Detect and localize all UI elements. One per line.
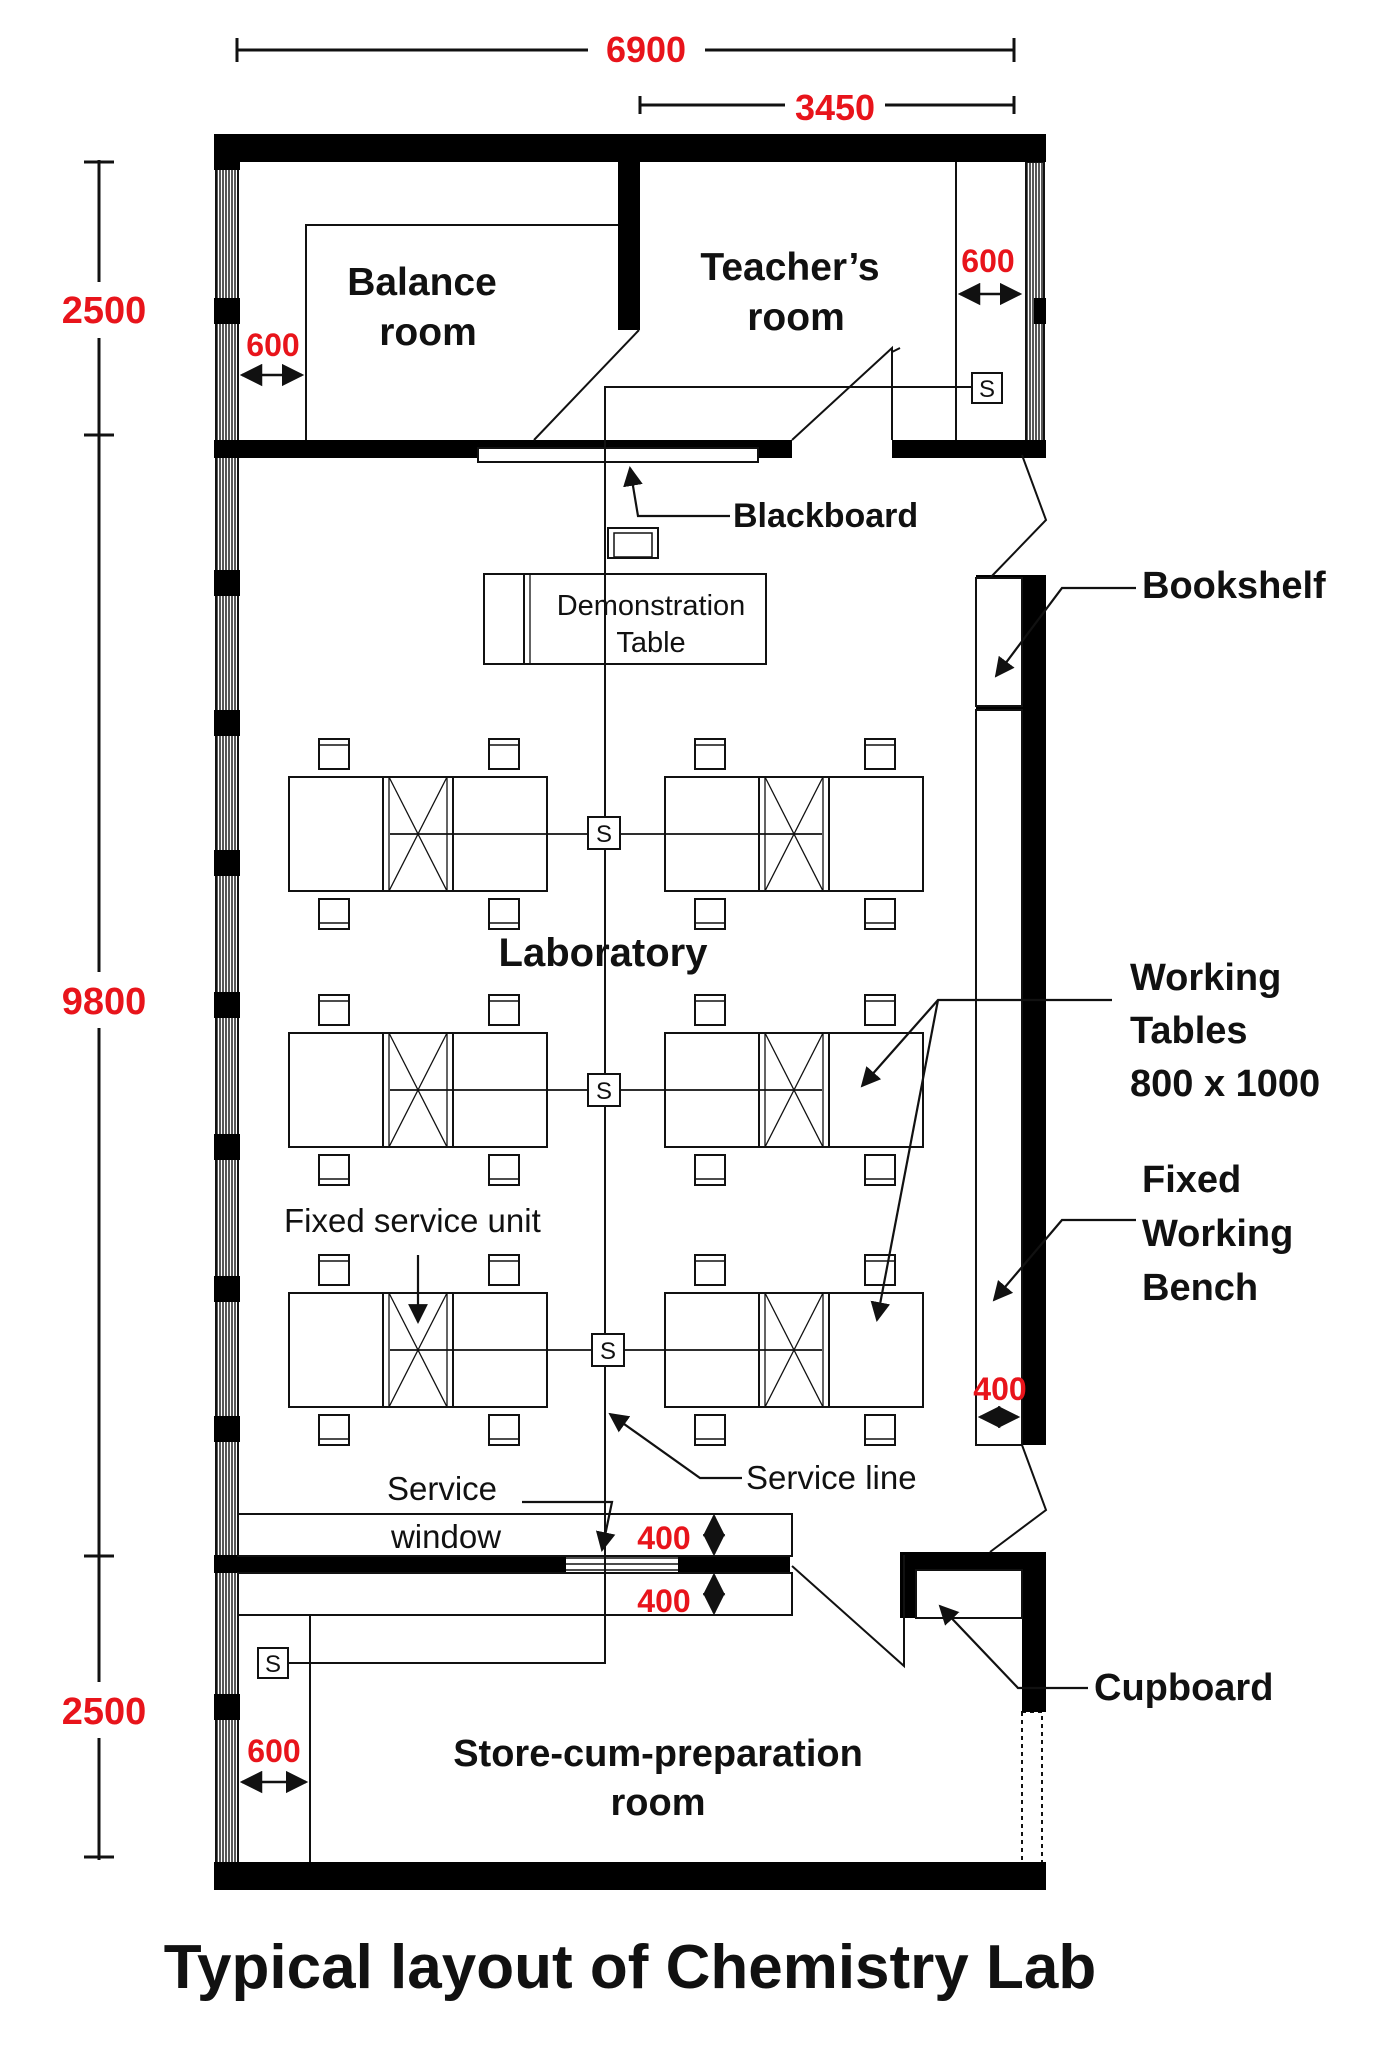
cupboard-label: Cupboard	[1094, 1667, 1273, 1709]
demo-table-label-1: Demonstration	[557, 590, 746, 622]
balance-room-label-2: room	[379, 311, 477, 354]
dim-half-width: 3450	[795, 87, 875, 128]
service-point-s: S	[265, 1651, 281, 1678]
store-room-label-1: Store-cum-preparation	[453, 1733, 863, 1775]
fixed-bench-label-2: Working	[1142, 1213, 1293, 1255]
callout-leaders	[408, 466, 1136, 1690]
dim-bg-top	[40, 282, 158, 338]
dim-lab-depth: 9800	[62, 981, 147, 1023]
dim-teacher-gap: 600	[961, 243, 1014, 279]
diagram-title: Typical layout of Chemistry Lab	[164, 1933, 1096, 2002]
dim-balance-gap: 600	[246, 327, 299, 363]
dim-store-gap: 600	[247, 1733, 300, 1769]
inner-dimension-arrows	[239, 282, 1023, 1794]
demonstration-table	[483, 573, 767, 665]
service-window-counter-top	[237, 1513, 793, 1557]
service-point-s: S	[596, 821, 612, 848]
dim-window-bottom: 400	[637, 1583, 690, 1619]
right-window-pier	[1034, 298, 1046, 324]
service-point-s: S	[600, 1338, 616, 1365]
balance-room-label-1: Balance	[347, 261, 497, 304]
service-line-pipes	[273, 347, 978, 1664]
service-points: S S S S S	[257, 372, 1003, 1679]
fixed-service-unit-label: Fixed service unit	[284, 1202, 541, 1239]
service-window-opening	[566, 1557, 678, 1571]
service-window-label-2: window	[390, 1518, 501, 1555]
dim-bg-bottom	[40, 1682, 158, 1738]
working-tables-label-3: 800 x 1000	[1130, 1063, 1320, 1105]
service-window-label-1: Service	[387, 1470, 497, 1507]
dim-bg-lab	[40, 972, 158, 1028]
dim-top-depth: 2500	[62, 290, 147, 332]
walls	[214, 134, 1046, 1890]
teacher-room-label-1: Teacher’s	[700, 246, 879, 289]
laboratory-label: Laboratory	[499, 931, 709, 975]
right-window-bottom	[1021, 1711, 1043, 1867]
dim-bench-width: 400	[973, 1371, 1026, 1407]
teacher-room-label-2: room	[747, 296, 845, 339]
blackboard-label: Blackboard	[733, 497, 918, 535]
fixed-bench-label-1: Fixed	[1142, 1159, 1241, 1201]
service-point-s: S	[596, 1078, 612, 1105]
fixed-bench-label-3: Bench	[1142, 1267, 1258, 1309]
working-tables-label-1: Working	[1130, 957, 1281, 999]
left-window-wall	[215, 161, 239, 1883]
bookshelf-label: Bookshelf	[1142, 565, 1326, 607]
working-tables-label-2: Tables	[1130, 1010, 1248, 1052]
service-line-label: Service line	[746, 1459, 917, 1496]
left-wall-piers	[214, 298, 240, 1720]
service-point-s: S	[979, 376, 995, 403]
door-swings	[533, 329, 1048, 1669]
dim-total-width: 6900	[606, 29, 686, 70]
room-outlines	[305, 162, 1023, 1862]
blackboard	[477, 447, 759, 463]
store-room-label-2: room	[611, 1782, 706, 1824]
dim-window-top: 400	[637, 1520, 690, 1556]
demo-table-label-2: Table	[616, 627, 685, 659]
fixed-working-bench-unit	[975, 709, 1023, 1446]
dim-bottom-depth: 2500	[62, 1691, 147, 1733]
bookshelf-unit	[975, 577, 1023, 707]
service-window-counter-bottom	[237, 1572, 793, 1616]
